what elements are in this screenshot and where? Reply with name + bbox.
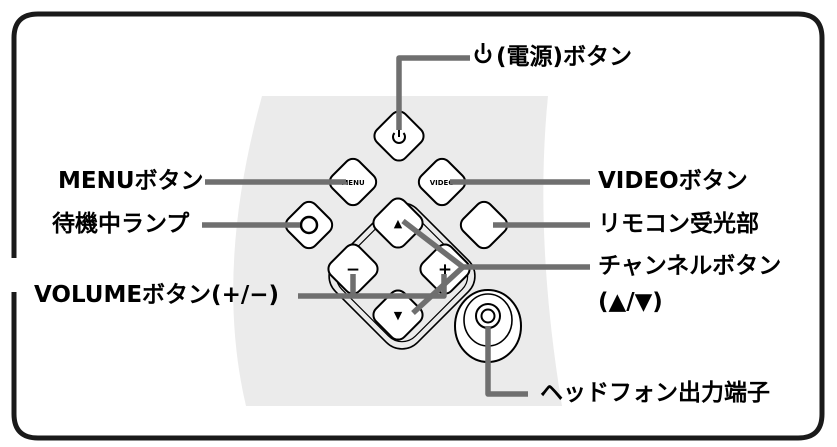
menu-button[interactable]: MENU [326,155,380,209]
channel-up-button[interactable]: ▲ [370,195,427,252]
label-remote-sensor: リモコン受光部 [598,211,759,237]
channel-down-glyph: ▼ [394,309,403,322]
remote-sensor [459,200,509,250]
channel-up-glyph: ▲ [394,217,403,230]
power-button[interactable] [371,108,428,165]
volume-down-glyph: − [346,260,360,280]
channel-down-button[interactable]: ▼ [370,287,427,344]
leader-power [396,55,470,130]
button-bezel [328,202,476,350]
label-volume: VOLUMEボタン(+/−) [34,282,280,308]
leader-headphone [485,326,528,397]
standby-lamp [284,200,334,250]
label-menu: MENUボタン [58,168,204,194]
label-power: (電源)ボタン [496,44,633,70]
video-button-text: VIDEO [430,179,455,187]
label-channel-arrows: (▲/▼) [598,289,663,315]
label-channel: チャンネルボタン [598,253,782,279]
menu-button-text: MENU [341,179,365,187]
video-button[interactable]: VIDEO [415,155,469,209]
leader-lines [202,55,590,397]
leader-volume [298,274,447,299]
label-headphone: ヘッドフォン出力端子 [540,380,770,406]
power-label-icon [474,43,492,64]
label-video: VIDEOボタン [598,168,748,194]
outer-frame [11,11,825,441]
volume-down-button[interactable]: − [325,241,382,298]
label-standby-lamp: 待機中ランプ [52,211,190,237]
